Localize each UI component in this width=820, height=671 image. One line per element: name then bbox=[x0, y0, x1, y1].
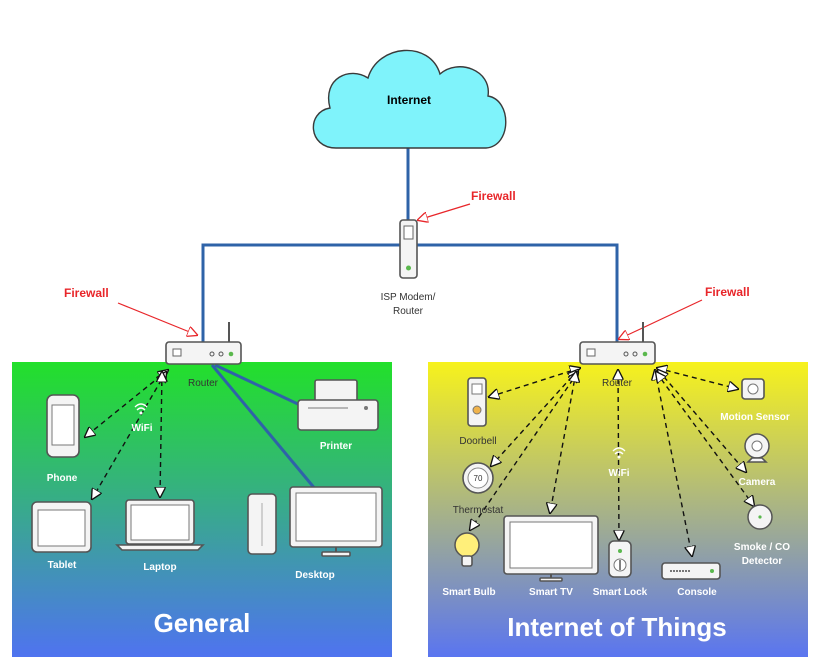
general-wifi-label: WiFi bbox=[131, 423, 152, 434]
iot-wifi-links bbox=[470, 368, 754, 556]
thermostat-reading: 70 bbox=[474, 474, 483, 483]
thermostat-label: Thermostat bbox=[453, 505, 504, 516]
smart-tv-label: Smart TV bbox=[529, 587, 573, 598]
iot-router-label: Router bbox=[602, 378, 633, 389]
general-title: General bbox=[154, 608, 251, 638]
smart-tv-device: Smart TV bbox=[503, 515, 599, 598]
motion-sensor-label: Motion Sensor bbox=[720, 412, 790, 423]
firewall-right: Firewall bbox=[619, 285, 750, 339]
firewall-right-label: Firewall bbox=[705, 285, 750, 299]
backbone-links bbox=[201, 148, 619, 491]
printer-device: Printer bbox=[297, 379, 379, 452]
firewall-left: Firewall bbox=[64, 286, 197, 335]
isp-modem: ISP Modem/ Router bbox=[381, 219, 436, 317]
console-label: Console bbox=[677, 587, 717, 598]
iot-wifi-label: WiFi bbox=[608, 468, 629, 479]
internet-label: Internet bbox=[387, 93, 431, 107]
laptop-device: Laptop bbox=[115, 499, 205, 573]
tablet-device: Tablet bbox=[31, 501, 92, 571]
smart-bulb-label: Smart Bulb bbox=[442, 587, 495, 598]
desktop-label: Desktop bbox=[295, 570, 334, 581]
internet-cloud: Internet bbox=[312, 49, 507, 149]
smoke-label-line2: Detector bbox=[742, 556, 783, 567]
tablet-label: Tablet bbox=[48, 560, 77, 571]
console-device: Console bbox=[661, 562, 721, 598]
camera-label: Camera bbox=[739, 477, 776, 488]
iot-wifi: WiFi bbox=[608, 447, 630, 479]
smoke-detector-device: Smoke / CO Detector bbox=[734, 504, 790, 567]
smart-lock-device: Smart Lock bbox=[593, 540, 648, 598]
motion-sensor-device: Motion Sensor bbox=[720, 378, 790, 423]
phone-device: Phone bbox=[46, 394, 80, 484]
general-router: Router bbox=[165, 322, 242, 389]
firewall-top: Firewall bbox=[418, 189, 516, 220]
general-router-label: Router bbox=[188, 378, 219, 389]
firewall-left-label: Firewall bbox=[64, 286, 109, 300]
printer-label: Printer bbox=[320, 441, 352, 452]
isp-label-line1: ISP Modem/ bbox=[381, 292, 436, 303]
laptop-label: Laptop bbox=[143, 562, 176, 573]
general-wifi-links bbox=[85, 370, 168, 499]
smart-bulb-device: Smart Bulb bbox=[442, 532, 496, 598]
thermostat-device: 70 Thermostat bbox=[453, 462, 504, 516]
firewall-top-label: Firewall bbox=[471, 189, 516, 203]
iot-title: Internet of Things bbox=[507, 612, 727, 642]
isp-label-line2: Router bbox=[393, 306, 424, 317]
camera-device: Camera bbox=[739, 433, 776, 488]
smart-lock-label: Smart Lock bbox=[593, 587, 648, 598]
doorbell-label: Doorbell bbox=[459, 436, 496, 447]
doorbell-device: Doorbell bbox=[459, 377, 497, 447]
phone-label: Phone bbox=[47, 473, 78, 484]
smoke-label-line1: Smoke / CO bbox=[734, 542, 790, 553]
desktop-device: Desktop bbox=[247, 486, 383, 581]
general-wifi: WiFi bbox=[131, 403, 153, 434]
